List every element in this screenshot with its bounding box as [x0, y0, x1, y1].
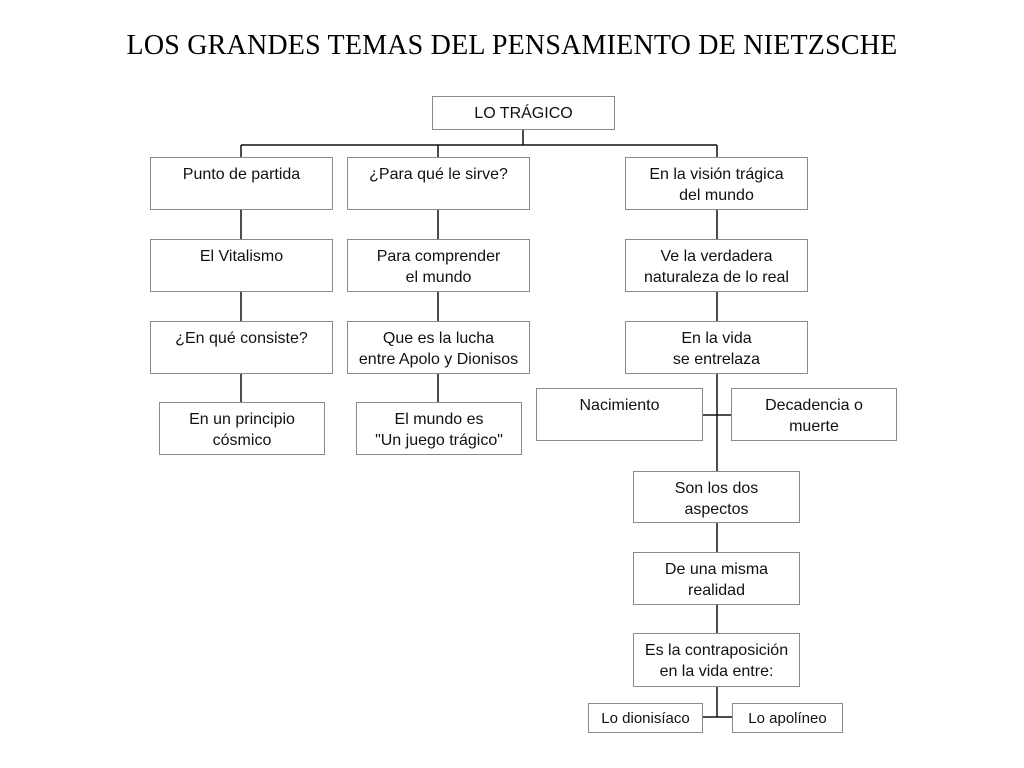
node-punto-de-partida: Punto de partida: [150, 157, 333, 210]
node-lo-dionisiaco: Lo dionisíaco: [588, 703, 703, 733]
node-juego-tragico: El mundo es "Un juego trágico": [356, 402, 522, 455]
node-dos-aspectos: Son los dos aspectos: [633, 471, 800, 523]
node-misma-realidad: De una misma realidad: [633, 552, 800, 605]
node-nacimiento: Nacimiento: [536, 388, 703, 441]
node-vida-entrelaza: En la vida se entrelaza: [625, 321, 808, 374]
node-naturaleza-real: Ve la verdadera naturaleza de lo real: [625, 239, 808, 292]
node-vitalismo: El Vitalismo: [150, 239, 333, 292]
node-decadencia-muerte: Decadencia o muerte: [731, 388, 897, 441]
node-lucha-apolo-dionisos: Que es la lucha entre Apolo y Dionisos: [347, 321, 530, 374]
node-en-que-consiste: ¿En qué consiste?: [150, 321, 333, 374]
diagram-title: LOS GRANDES TEMAS DEL PENSAMIENTO DE NIE…: [126, 30, 898, 61]
node-principio-cosmico: En un principio cósmico: [159, 402, 325, 455]
node-contraposicion: Es la contraposición en la vida entre:: [633, 633, 800, 687]
node-para-que-le-sirve: ¿Para qué le sirve?: [347, 157, 530, 210]
node-vision-tragica: En la visión trágica del mundo: [625, 157, 808, 210]
node-lo-apolineo: Lo apolíneo: [732, 703, 843, 733]
node-comprender-mundo: Para comprender el mundo: [347, 239, 530, 292]
root-node: LO TRÁGICO: [432, 96, 615, 130]
